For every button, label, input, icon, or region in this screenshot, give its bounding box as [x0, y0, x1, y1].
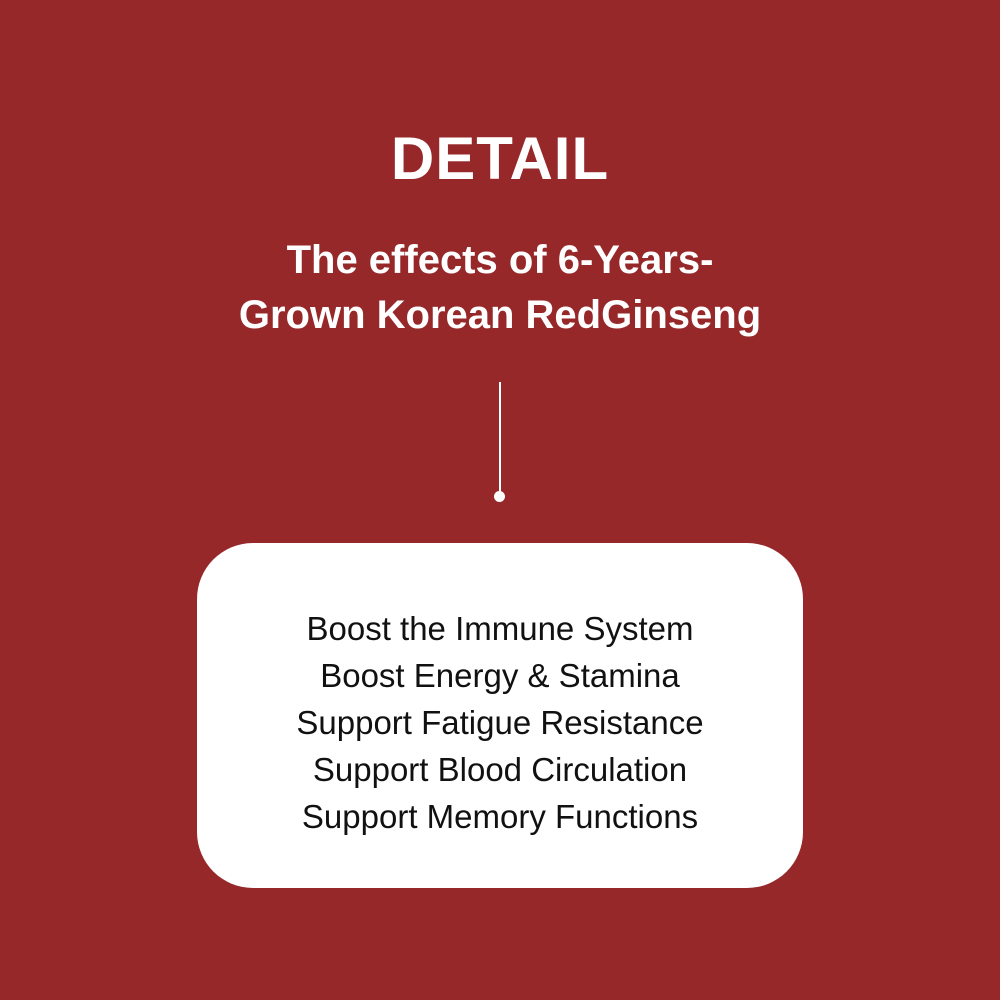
benefit-item-blood: Support Blood Circulation: [312, 751, 688, 788]
subtitle-line-2: Grown Korean RedGinseng: [238, 293, 762, 337]
connector-dot: [494, 491, 505, 502]
benefit-item-memory: Support Memory Functions: [301, 798, 699, 835]
benefit-item-fatigue: Support Fatigue Resistance: [296, 704, 704, 741]
benefits-list: Boost the Immune System Boost Energy & S…: [296, 591, 703, 840]
subtitle: The effects of 6-Years- Grown Korean Red…: [0, 233, 1000, 343]
benefits-card: Boost the Immune System Boost Energy & S…: [197, 543, 803, 888]
benefit-item-energy: Boost Energy & Stamina: [320, 657, 680, 694]
benefit-item-immune: Boost the Immune System: [306, 610, 694, 647]
subtitle-line-1: The effects of 6-Years-: [286, 238, 714, 282]
page-title: DETAIL: [390, 125, 610, 192]
connector-line: [499, 382, 501, 493]
